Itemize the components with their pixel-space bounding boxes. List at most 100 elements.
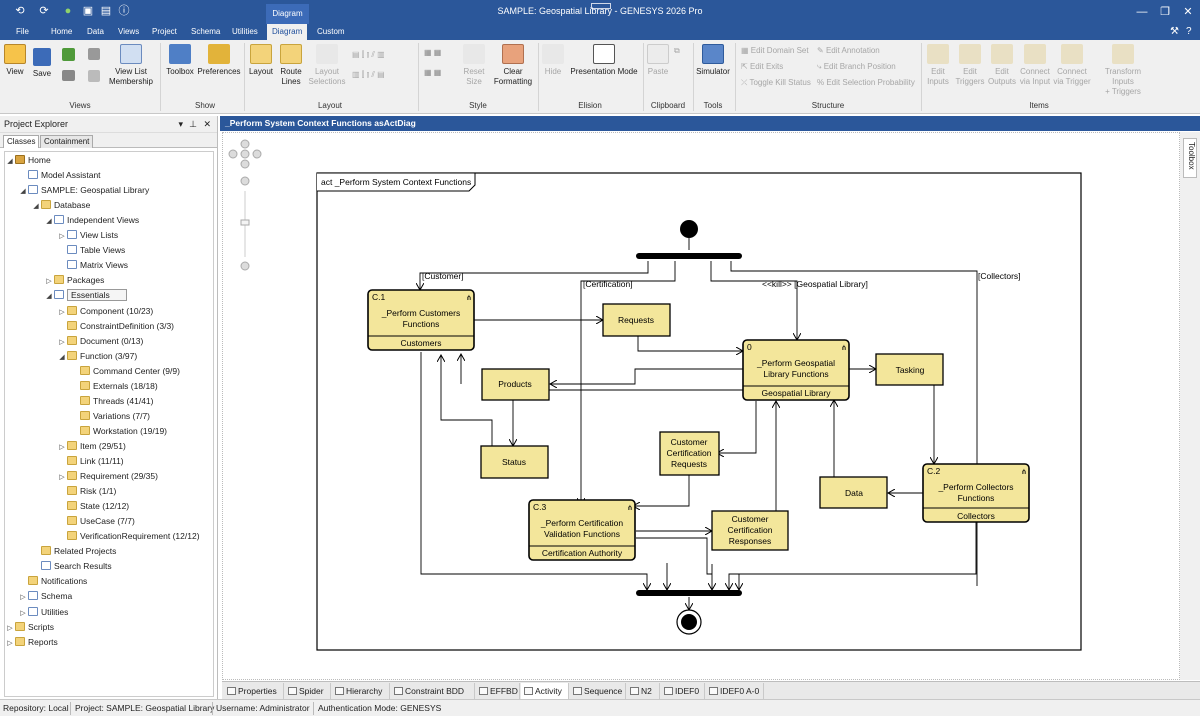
expand-icon[interactable]: ▷ — [20, 594, 26, 602]
tree-item[interactable]: ◢Essentials — [44, 288, 127, 303]
expand-icon[interactable]: ▷ — [59, 443, 65, 451]
help-icon[interactable]: ? — [1186, 26, 1192, 37]
tab-schema[interactable]: Schema — [191, 27, 221, 36]
tree-item[interactable]: ◢Home — [5, 153, 51, 168]
print-button[interactable] — [60, 70, 76, 84]
fork-bar[interactable] — [636, 253, 742, 259]
layout-button[interactable]: Layout — [247, 44, 275, 77]
tools-button[interactable] — [86, 48, 102, 63]
tree-item[interactable]: ▷Scripts — [5, 620, 54, 635]
view-tab-constraint-bdd[interactable]: Constraint BDD — [391, 683, 475, 699]
tree-item[interactable]: Workstation (19/19) — [70, 424, 167, 439]
tab-views[interactable]: Views — [118, 27, 140, 36]
app-menu-icon[interactable]: ⟲ — [15, 5, 25, 17]
tree-item[interactable]: Matrix Views — [57, 258, 128, 273]
tab-containment[interactable]: Containment — [40, 135, 94, 148]
view-tab-activity[interactable]: Activity — [521, 683, 569, 699]
simulator-button[interactable]: Simulator — [695, 44, 731, 77]
check-button[interactable] — [60, 48, 76, 64]
presentation-mode-button[interactable]: Presentation Mode — [568, 44, 640, 77]
expand-icon[interactable]: ▷ — [20, 609, 26, 617]
close-button[interactable]: ✕ — [1183, 6, 1193, 18]
tree-item[interactable]: ▷View Lists — [57, 228, 118, 243]
paste-button[interactable]: Paste — [646, 44, 670, 77]
view-tab-hierarchy[interactable]: Hierarchy — [332, 683, 390, 699]
close-icon[interactable]: ✕ — [203, 119, 211, 129]
edit-triggers-button[interactable]: Edit Triggers — [954, 44, 986, 87]
item-requests[interactable]: Requests — [602, 303, 671, 337]
toolbox-tab[interactable]: Toolbox — [1183, 138, 1197, 178]
expand-icon[interactable]: ▷ — [59, 474, 65, 482]
font-icon[interactable]: ▦ ▦ — [424, 68, 442, 77]
tree-item[interactable]: ◢Independent Views — [44, 213, 139, 228]
connect-via-input-button[interactable]: Connect via Input — [1018, 44, 1052, 87]
expand-icon[interactable]: ▷ — [7, 639, 13, 647]
collapse-icon[interactable]: ◢ — [46, 293, 52, 301]
view-tab-properties[interactable]: Properties — [224, 683, 284, 699]
tree-item[interactable]: ◢SAMPLE: Geospatial Library — [18, 183, 149, 198]
collapse-icon[interactable]: ◢ — [59, 353, 65, 361]
layout-icon[interactable]: ▤ — [100, 5, 112, 17]
edit-branch-position-button[interactable]: ⤷ Edit Branch Position — [817, 62, 896, 71]
reset-size-button[interactable]: Reset Size — [460, 44, 488, 87]
settings-icon[interactable]: ⚒ — [1170, 26, 1179, 37]
tab-classes[interactable]: Classes — [3, 135, 40, 148]
tab-diagram[interactable]: Diagram — [267, 24, 308, 40]
view-tab-effbd[interactable]: EFFBD — [476, 683, 520, 699]
tab-file[interactable]: File — [16, 27, 29, 36]
edit-selection-probability-button[interactable]: % Edit Selection Probability — [817, 78, 915, 87]
format-painter-icon[interactable]: ▦ ▦ — [424, 48, 442, 57]
tree-item[interactable]: ◢Database — [31, 198, 90, 213]
collapse-icon[interactable]: ◢ — [33, 203, 39, 211]
tree-item[interactable]: Notifications — [18, 574, 87, 589]
view-tab-spider[interactable]: Spider — [285, 683, 331, 699]
edit-inputs-button[interactable]: Edit Inputs — [924, 44, 952, 87]
ribbon-collapse-handle[interactable] — [591, 3, 611, 9]
layout-selections-button[interactable]: Layout Selections — [307, 44, 347, 87]
tree-item[interactable]: ▷Requirement (29/35) — [57, 469, 158, 484]
tree-item[interactable]: Variations (7/7) — [70, 409, 150, 424]
edit-outputs-button[interactable]: Edit Outputs — [986, 44, 1018, 87]
distribute-icons[interactable]: ▥ ⫿ ⫾ ⫽ ▤ — [352, 70, 385, 79]
save-icon[interactable]: ▣ — [82, 5, 94, 17]
item-data[interactable]: Data — [819, 476, 888, 509]
tab-custom[interactable]: Custom — [317, 27, 345, 36]
minimize-button[interactable]: — — [1136, 6, 1148, 18]
tree-item[interactable]: Related Projects — [31, 544, 116, 559]
tree-item[interactable]: VerificationRequirement (12/12) — [57, 529, 200, 544]
diagram-canvas[interactable]: act _Perform System Context Functions — [222, 132, 1180, 680]
tab-data[interactable]: Data — [87, 27, 104, 36]
pin-icon[interactable]: ⊥ — [189, 119, 197, 129]
tree-item[interactable]: Table Views — [57, 243, 125, 258]
tree-item[interactable]: State (12/12) — [57, 499, 129, 514]
view-tab-n2[interactable]: N2 — [627, 683, 660, 699]
expand-icon[interactable]: ▷ — [59, 338, 65, 346]
info-icon[interactable]: ⓘ — [118, 5, 130, 17]
tree-item[interactable]: ◢Function (3/97) — [57, 349, 137, 364]
item-status[interactable]: Status — [480, 445, 549, 479]
view-tab-sequence[interactable]: Sequence — [570, 683, 626, 699]
connect-via-trigger-button[interactable]: Connect via Trigger — [1052, 44, 1092, 87]
hide-button[interactable]: Hide — [541, 44, 565, 77]
view-list-membership-button[interactable]: View List Membership — [106, 44, 156, 87]
restore-button[interactable]: ❐ — [1160, 6, 1170, 18]
tree-item[interactable]: ▷Schema — [18, 589, 72, 604]
toolbox-button[interactable]: Toolbox — [163, 44, 197, 77]
preferences-button[interactable]: Preferences — [197, 44, 241, 77]
expand-icon[interactable]: ▷ — [59, 233, 65, 241]
save-button[interactable]: Save — [31, 48, 53, 79]
tab-project[interactable]: Project — [152, 27, 177, 36]
navigation-control[interactable] — [228, 139, 262, 271]
item-tasking[interactable]: Tasking — [875, 353, 944, 386]
view-button[interactable]: View — [3, 44, 27, 77]
document-tab[interactable]: _Perform System Context Functions asActD… — [220, 116, 1200, 131]
collapse-icon[interactable]: ◢ — [46, 218, 52, 226]
tree-item[interactable]: Link (11/11) — [57, 454, 124, 469]
tree-item[interactable]: Risk (1/1) — [57, 484, 116, 499]
copy-icon[interactable]: ⧉ — [674, 46, 680, 55]
